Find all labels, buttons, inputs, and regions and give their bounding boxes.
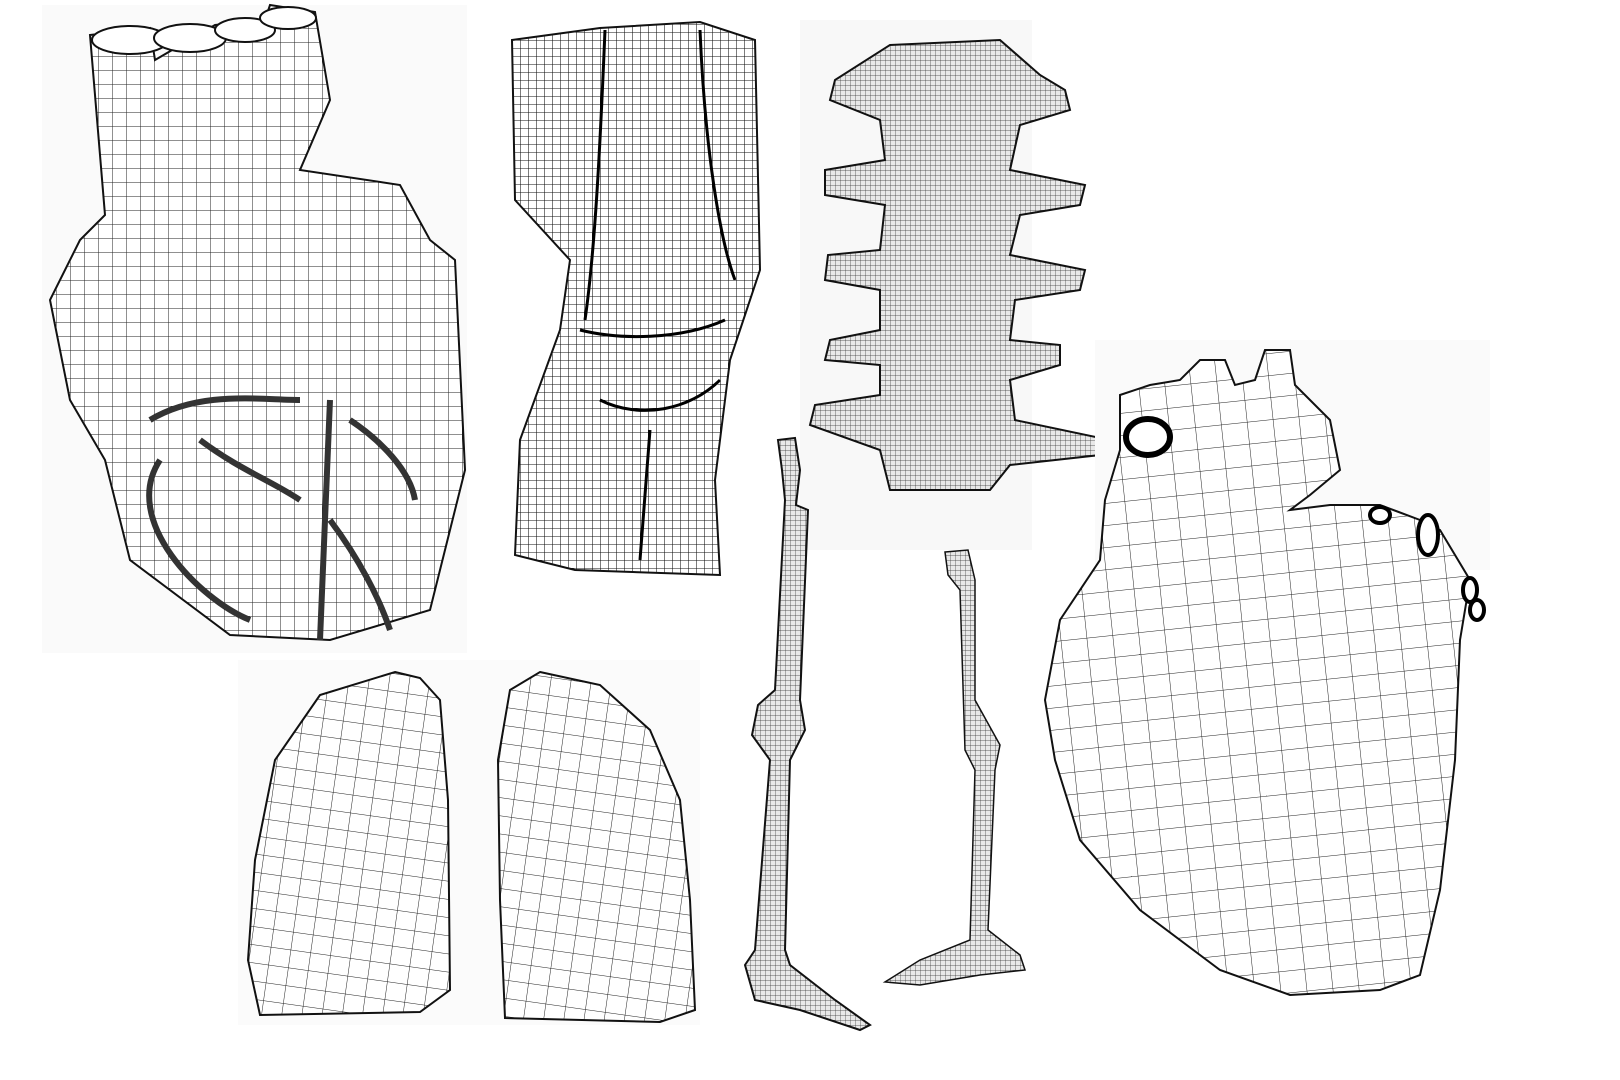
lungs-mesh xyxy=(238,660,700,1025)
right-lung xyxy=(496,670,697,1024)
heart-coronary-mesh xyxy=(42,3,467,653)
leg-skeleton-front-mesh xyxy=(743,436,872,1032)
coronary-vessels xyxy=(146,395,418,641)
knee-joint-mesh xyxy=(510,20,762,577)
heart-anterior-mesh xyxy=(1043,340,1490,997)
lumbar-spine-mesh xyxy=(800,20,1112,550)
left-lung xyxy=(246,670,452,1017)
leg-skeleton-side-mesh xyxy=(882,549,1027,986)
